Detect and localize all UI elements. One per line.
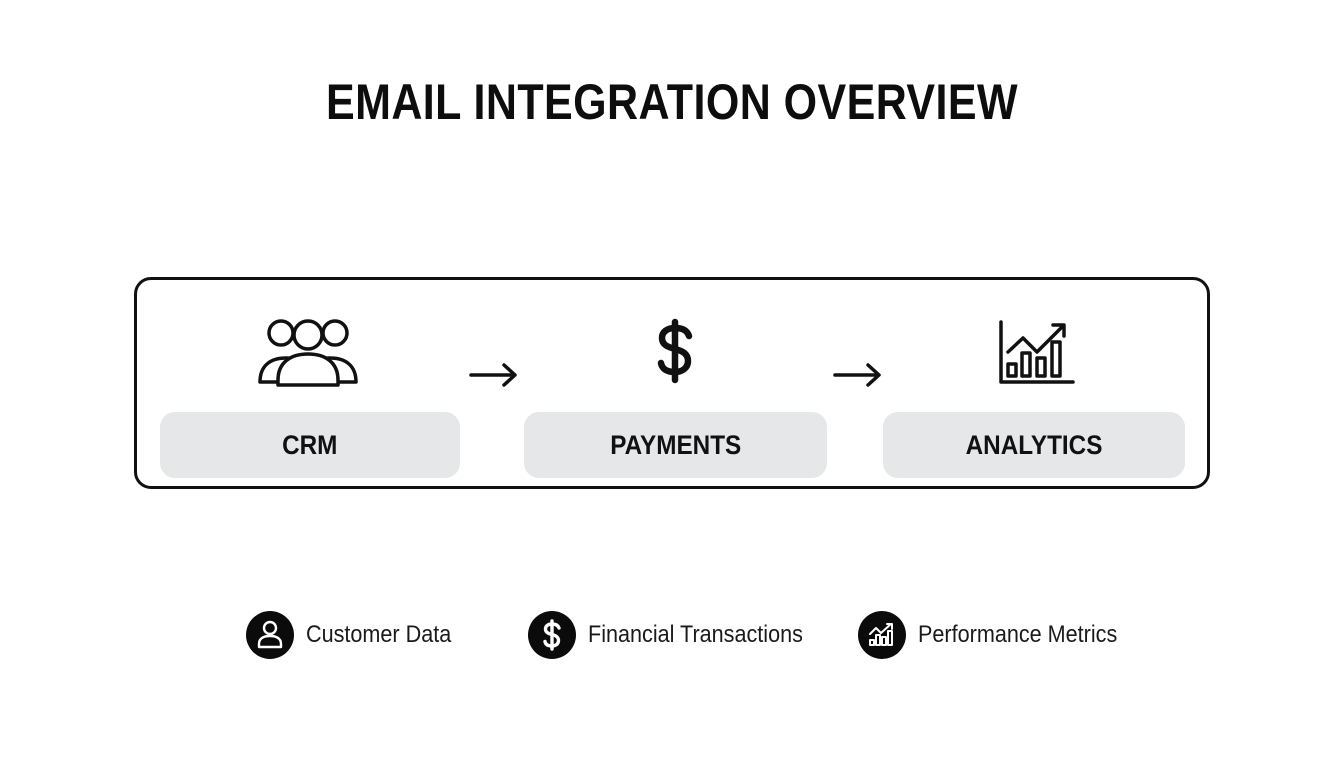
step-crm: CRM [160,412,460,478]
step-label: PAYMENTS [609,429,741,460]
dollar-icon [543,619,561,651]
legend-item-customer-data: Customer Data [246,611,467,659]
chart-growth-icon [869,623,893,646]
page-title: EMAIL INTEGRATION OVERVIEW [325,74,1019,130]
legend-item-financial-transactions: Financial Transactions [528,611,827,659]
chart-growth-icon [999,320,1075,384]
step-payments: PAYMENTS [524,412,827,478]
step-analytics: ANALYTICS [883,412,1185,478]
users-group-icon [258,319,358,387]
legend-icon-badge [528,611,576,659]
dollar-icon [657,318,693,384]
step-label: ANALYTICS [965,429,1103,460]
legend-icon-badge [246,611,294,659]
legend-label: Customer Data [306,621,452,648]
legend-label: Financial Transactions [588,621,803,648]
arrow-right-icon [833,363,881,387]
legend-icon-badge [858,611,906,659]
legend-label: Performance Metrics [918,621,1118,648]
arrow-right-icon [469,363,517,387]
step-label: CRM [282,429,338,460]
legend-item-performance-metrics: Performance Metrics [858,611,1139,659]
user-icon [257,620,283,649]
